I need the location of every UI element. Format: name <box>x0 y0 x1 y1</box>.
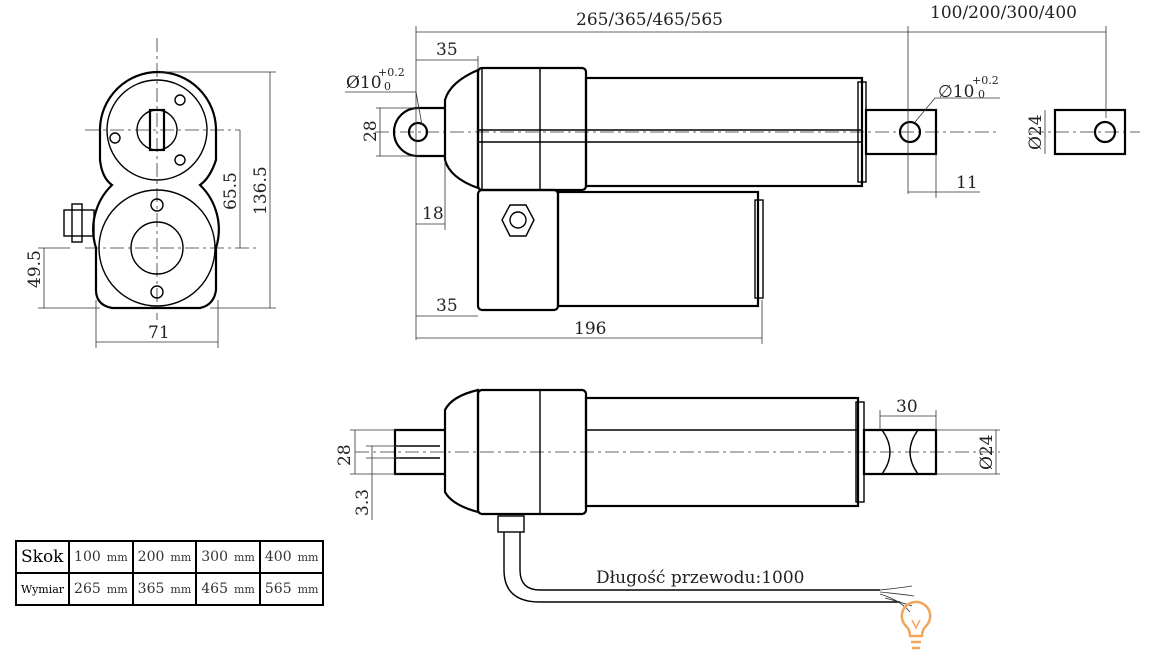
row-header-dimension: Wymiar <box>14 572 71 606</box>
side-height-label: 28 <box>335 444 355 466</box>
rear-offset-label: 35 <box>436 40 458 60</box>
cell-value: 200 <box>137 549 165 565</box>
cable-length-label: Długość przewodu:1000 <box>596 568 805 588</box>
table-cell: 465 mm <box>195 572 261 606</box>
lightbulb-icon[interactable] <box>896 598 936 656</box>
cell-value: 565 <box>264 581 292 597</box>
front-offset-label: 49.5 <box>25 250 45 288</box>
cell-value: 400 <box>264 549 292 565</box>
front-end-label: 11 <box>956 173 978 193</box>
rear-hole-label: Ø10 <box>346 73 382 93</box>
cell-unit: mm <box>170 551 192 564</box>
table-cell: 400 mm <box>258 540 325 574</box>
cell-value: 465 <box>201 581 228 597</box>
cell-value: 365 <box>137 581 165 597</box>
cell-unit: mm <box>297 551 319 564</box>
front-view: 71 136.5 65.5 49.5 <box>25 38 276 348</box>
cell-unit: mm <box>106 583 128 596</box>
top-view: 265/365/465/565 100/200/300/400 35 Ø10 +… <box>345 3 1140 344</box>
table-cell: 365 mm <box>131 572 198 606</box>
front-hole-label: ∅10 <box>938 82 974 102</box>
rod-end-label: 30 <box>896 397 918 417</box>
rear-height-label: 28 <box>361 120 381 142</box>
front-mid-label: 65.5 <box>221 172 241 210</box>
slot-label: 3.3 <box>353 489 373 516</box>
motor-offset-label: 35 <box>436 296 458 316</box>
spec-table: Skok 100 mm 200 mm 300 mm 400 mm Wymiar 265 m… <box>14 540 325 606</box>
cell-unit: mm <box>234 551 255 564</box>
side-view: 30 28 3.3 Ø24 Długość przewodu:1000 <box>335 388 1000 613</box>
front-width-label: 71 <box>148 323 170 343</box>
table-row: Wymiar 265 mm 365 mm 465 mm 565 mm <box>14 572 325 606</box>
table-cell: 100 mm <box>68 540 134 574</box>
front-height-label: 136.5 <box>251 166 271 215</box>
motor-length-label: 196 <box>574 319 606 339</box>
front-hole-tol-upper: +0.2 <box>972 74 999 87</box>
rear-hole-tol-upper: +0.2 <box>378 66 405 79</box>
rod-diameter-label: Ø24 <box>1026 114 1046 150</box>
cell-unit: mm <box>106 551 128 564</box>
cell-unit: mm <box>297 583 319 596</box>
table-row: Skok 100 mm 200 mm 300 mm 400 mm <box>14 540 325 574</box>
stroke-label: 100/200/300/400 <box>930 3 1077 23</box>
front-hole-tol-lower: 0 <box>978 88 985 101</box>
table-cell: 565 mm <box>258 572 325 606</box>
row-header-stroke: Skok <box>14 540 71 574</box>
cell-value: 300 <box>201 549 228 565</box>
cell-unit: mm <box>170 583 192 596</box>
table-cell: 265 mm <box>68 572 134 606</box>
cell-value: 265 <box>74 581 101 597</box>
side-rod-diameter-label: Ø24 <box>977 434 997 470</box>
total-length-label: 265/365/465/565 <box>576 10 723 30</box>
table-cell: 300 mm <box>195 540 261 574</box>
rear-hole-tol-lower: 0 <box>384 80 391 93</box>
cell-value: 100 <box>74 549 101 565</box>
rear-depth-label: 18 <box>422 204 444 224</box>
cell-unit: mm <box>234 583 255 596</box>
table-cell: 200 mm <box>131 540 198 574</box>
